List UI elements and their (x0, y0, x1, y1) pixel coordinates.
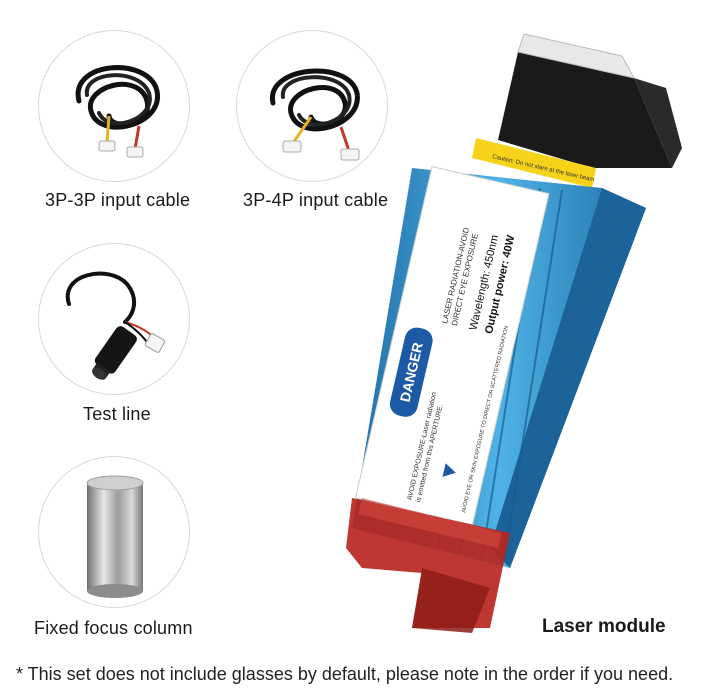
laser-module-image: Caution: Do not stare at the laser beam … (346, 33, 682, 633)
item-circle-3p-3p (38, 30, 190, 182)
laser-module-caption: Laser module (542, 616, 666, 637)
footnote: * This set does not include glasses by d… (16, 664, 674, 684)
test-line-icon (65, 271, 166, 380)
item-circle-focus-column (38, 456, 190, 608)
item-circle-3p-4p (236, 30, 388, 182)
item-caption: 3P-3P input cable (45, 190, 191, 210)
item-circle-test-line (38, 243, 190, 395)
cable-3p-3p-icon (75, 65, 160, 158)
item-caption: Fixed focus column (34, 618, 193, 638)
focus-column-icon (86, 475, 144, 598)
item-caption: Test line (83, 404, 151, 424)
cable-3p-4p-icon (270, 68, 360, 161)
item-caption: 3P-4P input cable (243, 190, 389, 210)
